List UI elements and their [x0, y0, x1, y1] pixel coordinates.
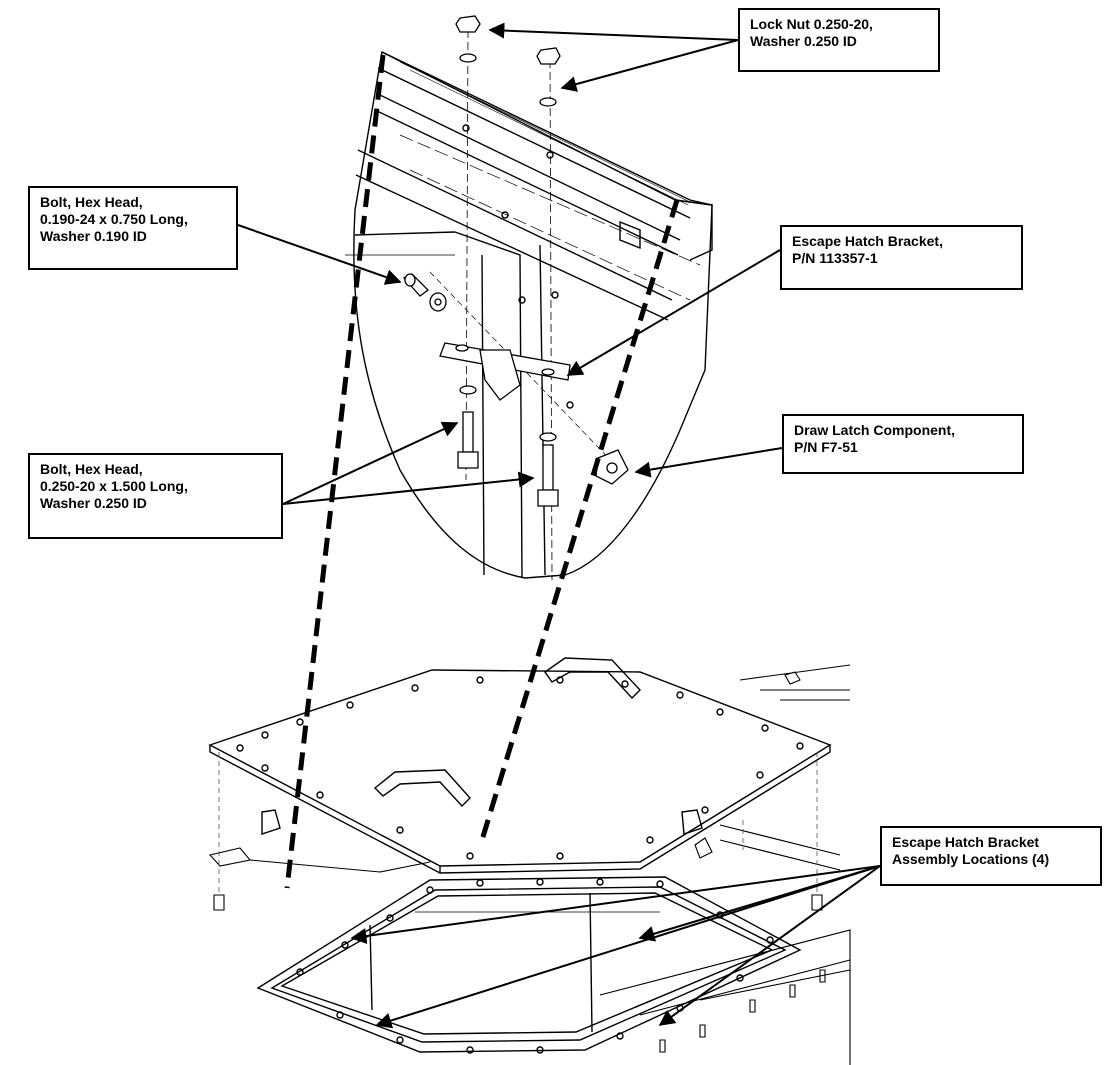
callout-assembly-locations-line-1: Escape Hatch Bracket — [892, 834, 1040, 850]
callout-draw-latch: Draw Latch Component, P/N F7-51 — [782, 414, 1024, 474]
callout-bolt-large-line-2: 0.250-20 x 1.500 Long, — [40, 478, 188, 494]
guide-lines — [218, 752, 818, 893]
callout-bolt-small-line-3: Washer 0.190 ID — [40, 228, 147, 244]
callout-hatch-bracket: Escape Hatch Bracket, P/N 113357-1 — [780, 225, 1023, 290]
callout-draw-latch-line-2: P/N F7-51 — [794, 439, 858, 455]
callout-lock-nut: Lock Nut 0.250-20, Washer 0.250 ID — [738, 8, 940, 72]
callout-bolt-large-line-3: Washer 0.250 ID — [40, 495, 147, 511]
callout-lock-nut-line-1: Lock Nut 0.250-20, — [750, 16, 873, 32]
leader-arrows — [237, 22, 881, 1029]
callout-bolt-small-line-2: 0.190-24 x 0.750 Long, — [40, 211, 188, 227]
callout-lock-nut-line-2: Washer 0.250 ID — [750, 33, 857, 49]
surrounding-structure — [208, 664, 851, 1065]
hatch-cover-plate — [208, 657, 832, 874]
callout-bolt-small: Bolt, Hex Head, 0.190-24 x 0.750 Long, W… — [28, 186, 238, 270]
callout-hatch-bracket-line-1: Escape Hatch Bracket, — [792, 233, 943, 249]
projection-lines — [284, 54, 680, 889]
fastener-hardware — [402, 15, 629, 507]
callout-draw-latch-line-1: Draw Latch Component, — [794, 422, 956, 438]
callout-hatch-bracket-line-2: P/N 113357-1 — [792, 250, 878, 266]
callout-assembly-locations: Escape Hatch Bracket Assembly Locations … — [880, 826, 1102, 886]
bracket-detail-view — [345, 29, 713, 581]
callout-bolt-large-line-1: Bolt, Hex Head, — [40, 461, 143, 477]
hatch-frame — [256, 876, 802, 1054]
callout-bolt-small-line-1: Bolt, Hex Head, — [40, 194, 143, 210]
callout-bolt-large: Bolt, Hex Head, 0.250-20 x 1.500 Long, W… — [28, 453, 283, 539]
callout-assembly-locations-line-2: Assembly Locations (4) — [892, 851, 1050, 867]
